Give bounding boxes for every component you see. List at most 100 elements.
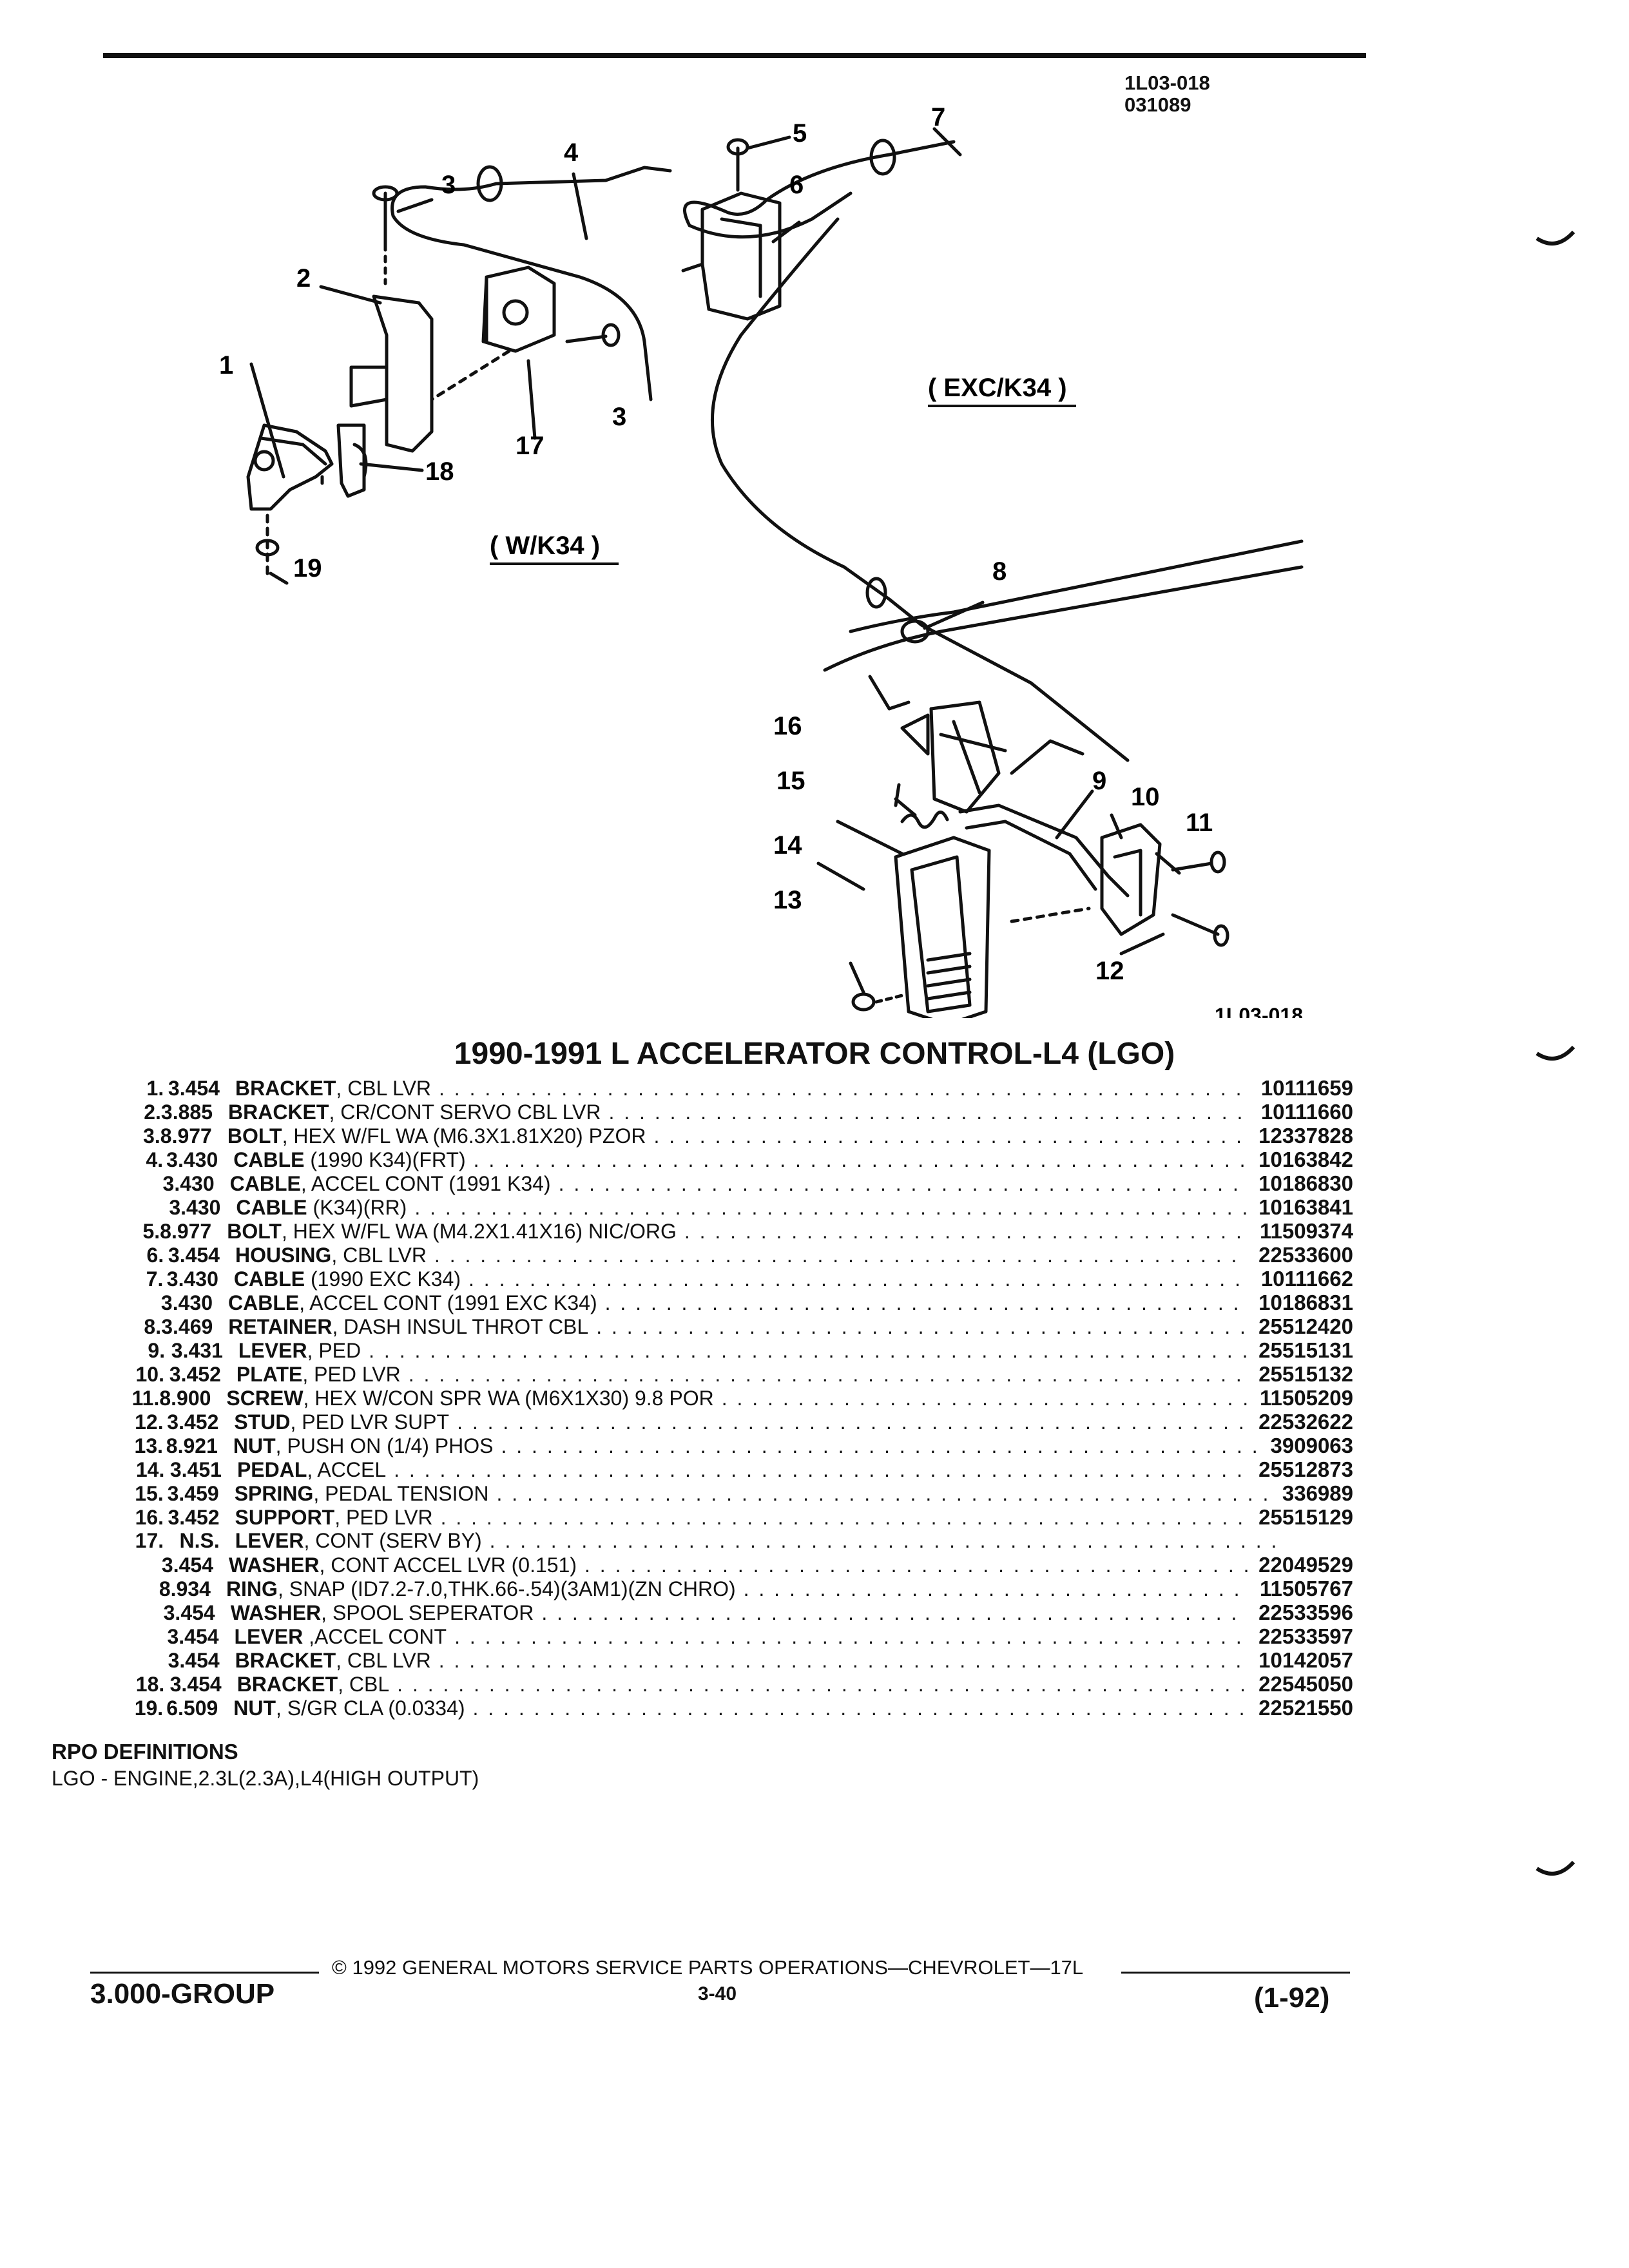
part-description: CABLE, ACCEL CONT (1991 EXC K34) . . . .… xyxy=(228,1291,1258,1315)
dot-leader: . . . . . . . . . . . . . . . . . . . . … xyxy=(496,1482,1271,1505)
callout-9: 9 xyxy=(1092,767,1106,795)
footer-rule-left xyxy=(90,1972,319,1974)
part-description: CABLE, ACCEL CONT (1991 K34) . . . . . .… xyxy=(230,1172,1259,1196)
part-description: PLATE, PED LVR . . . . . . . . . . . . .… xyxy=(236,1363,1258,1387)
item-number: 9. xyxy=(148,1339,166,1362)
callout-11: 11 xyxy=(1186,809,1213,837)
callout-1: 1 xyxy=(219,351,233,380)
rpo-heading: RPO DEFINITIONS xyxy=(52,1740,238,1763)
part-detail: , CBL LVR xyxy=(331,1244,427,1267)
part-description: LEVER, PED . . . . . . . . . . . . . . .… xyxy=(238,1339,1258,1363)
group-number: 3.885 xyxy=(160,1100,213,1124)
part-number: 336989 xyxy=(1282,1481,1353,1505)
dot-leader: . . . . . . . . . . . . . . . . . . . . … xyxy=(457,1410,1248,1434)
table-row: 17.N.S.LEVER, CONT (SERV BY) . . . . . .… xyxy=(129,1529,1353,1553)
part-detail: , S/GR CLA (0.0334) xyxy=(276,1696,465,1720)
part-name: BOLT xyxy=(227,1220,282,1243)
part-description: LEVER, CONT (SERV BY) . . . . . . . . . … xyxy=(235,1529,1287,1553)
part-detail: , SPOOL SEPERATOR xyxy=(321,1601,534,1624)
part-detail: , PUSH ON (1/4) PHOS xyxy=(275,1434,494,1457)
item-number: 16. xyxy=(135,1506,164,1529)
callout-16: 16 xyxy=(773,712,802,740)
part-name: PLATE xyxy=(236,1363,303,1386)
binder-mark-3 xyxy=(1536,1860,1576,1876)
group-number: 8.977 xyxy=(160,1124,212,1148)
item-number: 12. xyxy=(135,1410,164,1434)
part-description: HOUSING, CBL LVR . . . . . . . . . . . .… xyxy=(235,1244,1258,1267)
dot-leader: . . . . . . . . . . . . . . . . . . . . … xyxy=(653,1124,1248,1148)
part-number: 10163841 xyxy=(1258,1195,1354,1219)
table-row: 9.3.431 LEVER, PED . . . . . . . . . . . … xyxy=(129,1338,1353,1362)
part-name: BRACKET xyxy=(235,1649,336,1672)
part-number: 22533596 xyxy=(1258,1600,1353,1624)
callout-6: 6 xyxy=(789,171,804,199)
group-number: 3.430 xyxy=(162,1172,215,1195)
group-number: 3.452 xyxy=(169,1363,221,1386)
group-number: 3.469 xyxy=(161,1315,213,1338)
group-number: 3.459 xyxy=(167,1482,219,1505)
label-w-k34: ( W/K34 ) xyxy=(490,532,600,560)
item-number: 1. xyxy=(146,1077,164,1100)
item-number: 19. xyxy=(134,1696,164,1720)
table-row: 12.3.452 STUD, PED LVR SUPT . . . . . . .… xyxy=(129,1410,1353,1434)
dot-leader: . . . . . . . . . . . . . . . . . . . . … xyxy=(369,1339,1248,1362)
dot-leader: . . . . . . . . . . . . . . . . . . . . … xyxy=(434,1244,1248,1267)
part-number: 10111659 xyxy=(1260,1076,1353,1100)
part-description: NUT, PUSH ON (1/4) PHOS . . . . . . . . … xyxy=(233,1434,1271,1458)
part-description: SPRING, PEDAL TENSION . . . . . . . . . … xyxy=(235,1482,1282,1506)
group-number: 3.454 xyxy=(168,1649,220,1672)
dot-leader: . . . . . . . . . . . . . . . . . . . . … xyxy=(439,1077,1251,1100)
part-detail: , PED LVR xyxy=(302,1363,401,1386)
part-detail: , CONT (SERV BY) xyxy=(304,1529,482,1552)
item-number: 7. xyxy=(146,1267,164,1291)
part-description: CABLE (1990 K34)(FRT) . . . . . . . . . … xyxy=(233,1148,1258,1172)
part-number: 22532622 xyxy=(1258,1410,1353,1434)
part-description: BOLT, HEX W/FL WA (M6.3X1.81X20) PZOR . … xyxy=(227,1124,1258,1148)
part-name: HOUSING xyxy=(235,1244,332,1267)
part-name: CABLE xyxy=(227,1291,300,1314)
group-number: 8.977 xyxy=(160,1220,212,1243)
part-description: BRACKET, CR/CONT SERVO CBL LVR . . . . .… xyxy=(228,1100,1261,1124)
part-description: BRACKET, CBL LVR . . . . . . . . . . . .… xyxy=(235,1649,1259,1673)
part-description: CABLE (1990 EXC K34) . . . . . . . . . .… xyxy=(234,1267,1261,1291)
item-number: 13. xyxy=(134,1434,164,1457)
group-number: 3.454 xyxy=(168,1244,220,1267)
dot-leader: . . . . . . . . . . . . . . . . . . . . … xyxy=(608,1100,1250,1124)
part-detail: , ACCEL xyxy=(307,1458,387,1481)
table-row: 3.454 BRACKET, CBL LVR . . . . . . . . . … xyxy=(129,1648,1353,1672)
part-detail: , CBL xyxy=(338,1673,390,1696)
group-number: 8.900 xyxy=(159,1387,211,1410)
item-number: 5. xyxy=(142,1220,160,1243)
dot-leader: . . . . . . . . . . . . . . . . . . . . … xyxy=(454,1625,1248,1648)
callout-2: 2 xyxy=(296,264,311,293)
part-name: STUD xyxy=(234,1410,291,1434)
group-number: 3.454 xyxy=(169,1673,222,1696)
callout-10: 10 xyxy=(1131,783,1160,811)
dot-leader: . . . . . . . . . . . . . . . . . . . . … xyxy=(489,1529,1277,1552)
group-number: 3.452 xyxy=(167,1410,219,1434)
lever-17-shape xyxy=(481,265,556,353)
callout-15: 15 xyxy=(776,767,805,795)
part-name: SUPPORT xyxy=(235,1506,335,1529)
part-number: 22545050 xyxy=(1258,1672,1353,1696)
group-number: 3.431 xyxy=(171,1339,223,1362)
group-number: 3.452 xyxy=(168,1506,220,1529)
part-name: CABLE xyxy=(233,1267,305,1291)
callout-5: 5 xyxy=(793,119,807,148)
callout-19: 19 xyxy=(293,554,322,582)
part-detail: , PED LVR SUPT xyxy=(290,1410,450,1434)
ref-code-bottom: 1L03-018 xyxy=(1215,1004,1303,1018)
bracket-2-shape xyxy=(372,294,434,453)
part-name: LEVER xyxy=(238,1339,307,1362)
lever-9-shape xyxy=(958,803,1130,898)
part-number: 22049529 xyxy=(1258,1553,1353,1577)
part-name: BOLT xyxy=(227,1124,282,1148)
item-number: 15. xyxy=(135,1482,164,1505)
part-name: WASHER xyxy=(229,1553,320,1577)
dot-leader: . . . . . . . . . . . . . . . . . . . . … xyxy=(501,1434,1260,1457)
retainer-8-shape xyxy=(900,619,930,644)
